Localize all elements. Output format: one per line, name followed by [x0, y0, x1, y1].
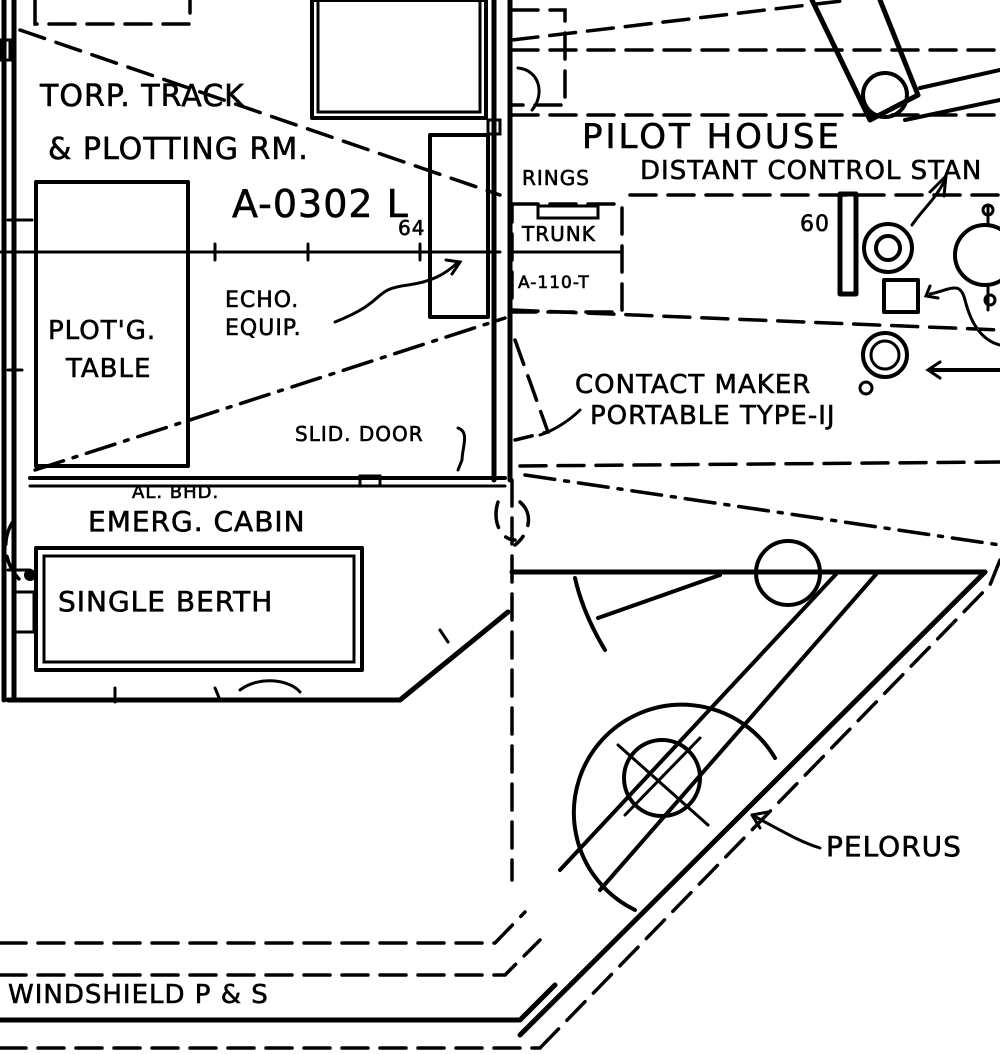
single-berth [34, 546, 364, 672]
frame-number-60: 60 [800, 212, 830, 237]
label-trunk: TRUNK [522, 222, 596, 246]
center-bulkhead [486, 0, 514, 882]
al-bulkhead [28, 426, 507, 488]
label-windshield: WINDSHIELD P & S [8, 980, 269, 1010]
label-rings: RINGS [522, 166, 590, 190]
frame-number-64: 64 [398, 216, 426, 240]
label-distant-control-stand: DISTANT CONTROL STAN [640, 156, 983, 186]
contact-maker [513, 331, 1000, 442]
label-emerg-cabin: EMERG. CABIN [88, 505, 306, 538]
room-number: A-0302 L [232, 182, 409, 226]
distant-control-stand [837, 171, 1000, 347]
label-plotting-table-line2: TABLE [66, 354, 152, 384]
label-al-bhd: AL. BHD. [132, 482, 220, 503]
emerg-cabin-outline [4, 500, 531, 704]
sight-line [33, 316, 507, 472]
binnacle [809, 0, 1000, 123]
pelorus-area [509, 539, 1000, 1050]
torp-room-outline [0, 0, 192, 703]
top-cabinet [310, 0, 488, 120]
label-single-berth: SINGLE BERTH [58, 585, 274, 618]
label-slid-door: SLID. DOOR [295, 422, 424, 446]
label-pilot-house: PILOT HOUSE [582, 117, 842, 157]
plotting-table [34, 180, 190, 468]
label-plotting-table-line1: PLOT'G. [48, 316, 157, 346]
label-echo-equip-line1: ECHO. [225, 288, 300, 313]
track-line [18, 28, 502, 197]
label-trunk-number: A-110-T [518, 273, 590, 293]
trunk [510, 202, 624, 314]
frame-line-64 [0, 242, 502, 262]
label-torp-track-line1: TORP. TRACK [40, 79, 245, 114]
label-contact-maker-line2: PORTABLE TYPE-IJ [590, 401, 836, 431]
label-torp-track-line2: & PLOTTING RM. [48, 132, 309, 167]
label-pelorus: PELORUS [826, 830, 962, 863]
pilot-house-dashed-lines [510, 0, 1000, 547]
label-contact-maker-line1: CONTACT MAKER [575, 370, 812, 400]
label-echo-equip-line2: EQUIP. [225, 316, 302, 341]
windshield [0, 910, 558, 1050]
echo-equip-cabinet [333, 133, 490, 324]
